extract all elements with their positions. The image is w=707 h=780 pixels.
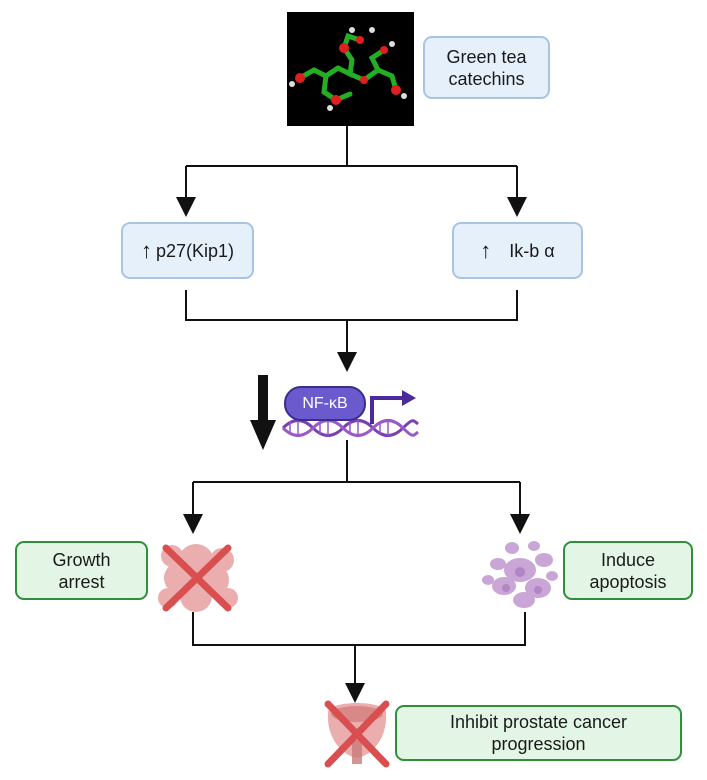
inhibit-label: Inhibit prostate cancer progression <box>449 712 628 754</box>
catechins-node: Green tea catechins <box>423 36 550 99</box>
growth-arrest-label: Growth arrest <box>52 549 111 592</box>
p27-node: ↑ p27(Kip1) <box>121 222 254 279</box>
up-arrow-icon: ↑ <box>140 237 152 263</box>
inhibit-node: Inhibit prostate cancer progression <box>395 705 682 761</box>
ikb-label: Ik-b α <box>509 240 555 261</box>
apoptosis-node: Induce apoptosis <box>563 541 693 600</box>
apoptosis-label: Induce apoptosis <box>589 549 667 592</box>
nfkb-label: NF-κB <box>302 394 348 412</box>
p27-label: p27(Kip1) <box>155 240 235 261</box>
up-arrow-icon: ↑ <box>480 237 492 263</box>
growth-arrest-node: Growth arrest <box>15 541 148 600</box>
catechins-label: Green tea catechins <box>446 46 527 89</box>
ikb-node: ↑ Ik-b α <box>452 222 583 279</box>
nfkb-node: NF-κB <box>285 387 365 420</box>
